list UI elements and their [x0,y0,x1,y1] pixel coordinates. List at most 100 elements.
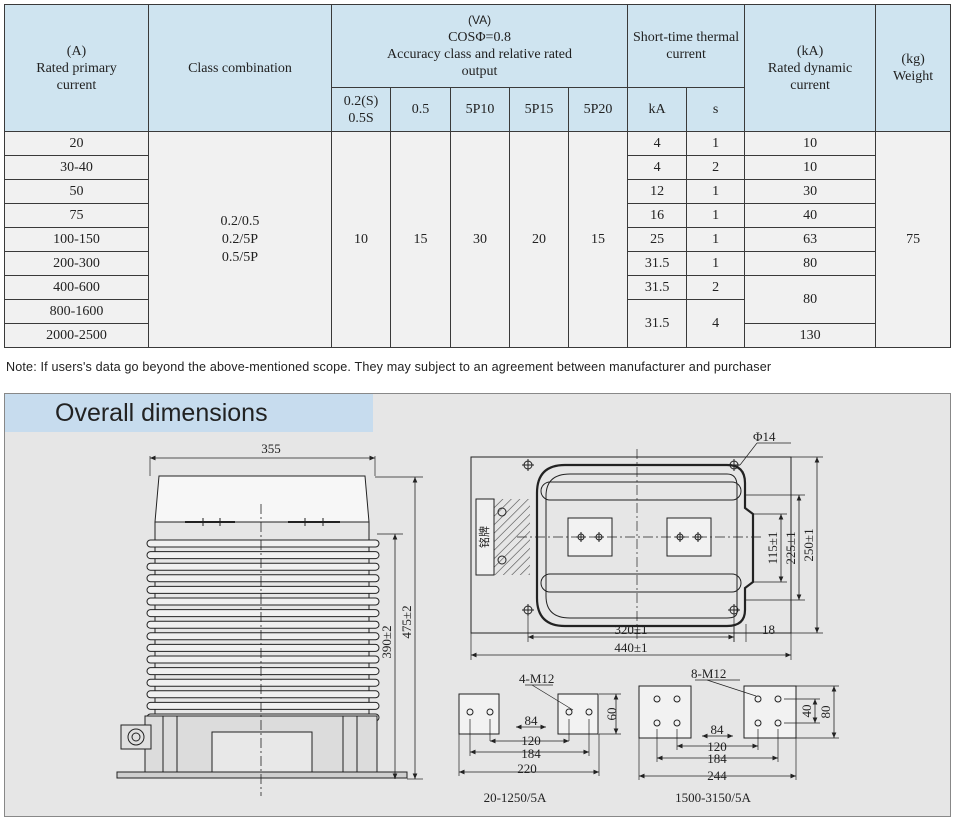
front-view-sheds [146,521,380,722]
scope-note: Note: If users's data go beyond the abov… [6,360,772,374]
thermal-s-cell: 1 [686,227,746,252]
insulator-shed [146,539,380,548]
dynamic-cell: 80 [744,275,877,324]
thermal-ka-cell: 12 [627,179,688,204]
terminal-a-d3-label: 184 [521,746,541,761]
primary-current-cell: 400-600 [4,275,149,300]
header-dynamic: (kA) Rated dynamic current [744,4,877,132]
dimensions-panel: Overall dimensions [4,393,951,817]
header-weight: (kg) Weight [875,4,952,132]
output-cell-5p10: 30 [450,131,510,348]
header-output-02s: 0.2(S) 0.5S [331,87,391,132]
terminal-a-caption: 20-1250/5A [484,790,547,805]
terminal-b-view [638,679,839,780]
terminal-b-d2-label: 120 [707,739,727,754]
header-thermal-s: s [686,87,746,132]
insulator-shed [146,562,380,571]
thermal-ka-cell: 25 [627,227,688,252]
insulator-shed [146,701,380,710]
header-output-5p20: 5P20 [567,87,629,132]
thermal-ka-cell: 31.5 [627,251,688,276]
header-class-combination: Class combination [148,4,332,132]
primary-current-cell: 50 [4,179,149,204]
insulator-shed [146,667,380,676]
top-edge-label: 18 [762,622,775,637]
top-outer-width-label: 440±1 [614,640,647,655]
insulator-shed [146,585,380,594]
dynamic-cell: 40 [744,203,877,228]
dynamic-cell: 130 [744,323,877,348]
terminal-a-d4-label: 220 [517,761,537,776]
thermal-s-cell: 4 [686,299,746,348]
output-cell-02s: 10 [331,131,391,348]
dynamic-cell: 30 [744,179,877,204]
top-view [470,442,823,660]
front-total-height-label: 475±2 [399,605,414,638]
weight-cell: 75 [875,131,952,348]
primary-current-cell: 800-1600 [4,299,149,324]
insulator-shed [146,574,380,583]
header-thermal: Short-time thermal current [627,4,746,88]
thermal-s-cell: 1 [686,203,746,228]
primary-current-cell: 100-150 [4,227,149,252]
terminal-a-d1-label: 84 [525,713,539,728]
terminal-b-d4-label: 244 [707,768,727,783]
primary-current-cell: 20 [4,131,149,156]
thermal-ka-cell: 31.5 [627,275,688,300]
top-h2-label: 225±1 [783,531,798,564]
terminal-b-h1-label: 40 [799,705,814,718]
terminal-a-view [458,684,621,776]
thermal-ka-cell: 16 [627,203,688,228]
insulator-shed [146,597,380,606]
thermal-s-cell: 1 [686,131,746,156]
insulator-shed [146,609,380,618]
insulator-shed [146,690,380,699]
top-hole-label: Φ14 [753,429,776,444]
terminal-a-d2-label: 120 [521,733,541,748]
header-output-05: 0.5 [390,87,451,132]
primary-current-cell: 200-300 [4,251,149,276]
output-cell-5p20: 15 [567,131,629,348]
terminal-b-d1-label: 84 [711,722,725,737]
thermal-s-cell: 1 [686,251,746,276]
insulator-shed [146,643,380,652]
insulator-shed [146,551,380,560]
dynamic-cell: 80 [744,251,877,276]
header-accuracy-output: (VA) COSΦ=0.8 Accuracy class and relativ… [330,4,629,88]
front-body-height-label: 390±2 [379,625,394,658]
output-cell-5p15: 20 [509,131,569,348]
terminal-b-h2-label: 80 [818,706,833,719]
top-h3-label: 250±1 [801,528,816,561]
front-width-label: 355 [261,441,281,456]
nameplate-label: 铭牌 [477,526,491,548]
header-rated-primary: (A) Rated primary current [4,4,149,132]
front-view [116,455,423,796]
header-output-5p15: 5P15 [509,87,569,132]
thermal-ka-cell: 31.5 [627,299,688,348]
thermal-ka-cell: 4 [627,155,688,180]
class-combination-cell: 0.2/0.5 0.2/5P 0.5/5P [148,131,332,348]
insulator-shed [146,620,380,629]
thermal-ka-cell: 4 [627,131,688,156]
primary-current-cell: 75 [4,203,149,228]
top-inner-width-label: 320±1 [614,622,647,637]
thermal-s-cell: 1 [686,179,746,204]
thermal-s-cell: 2 [686,155,746,180]
terminal-b-thread-label: 8-M12 [691,666,726,681]
dynamic-cell: 63 [744,227,877,252]
insulator-shed [146,678,380,687]
header-thermal-ka: kA [627,87,688,132]
spec-table: (A) Rated primary current Class combinat… [4,4,952,348]
header-output-5p10: 5P10 [450,87,510,132]
output-cell-05: 15 [390,131,451,348]
dynamic-cell: 10 [744,155,877,180]
insulator-shed [146,632,380,641]
top-h1-label: 115±1 [765,532,780,565]
dimension-drawings: 355 475±2 390±2 [116,429,839,805]
dimensions-title: Overall dimensions [5,394,373,432]
terminal-a-h-label: 60 [604,708,619,721]
insulator-shed [146,655,380,664]
insulator-core [154,521,370,717]
primary-current-cell: 2000-2500 [4,323,149,348]
dynamic-cell: 10 [744,131,877,156]
